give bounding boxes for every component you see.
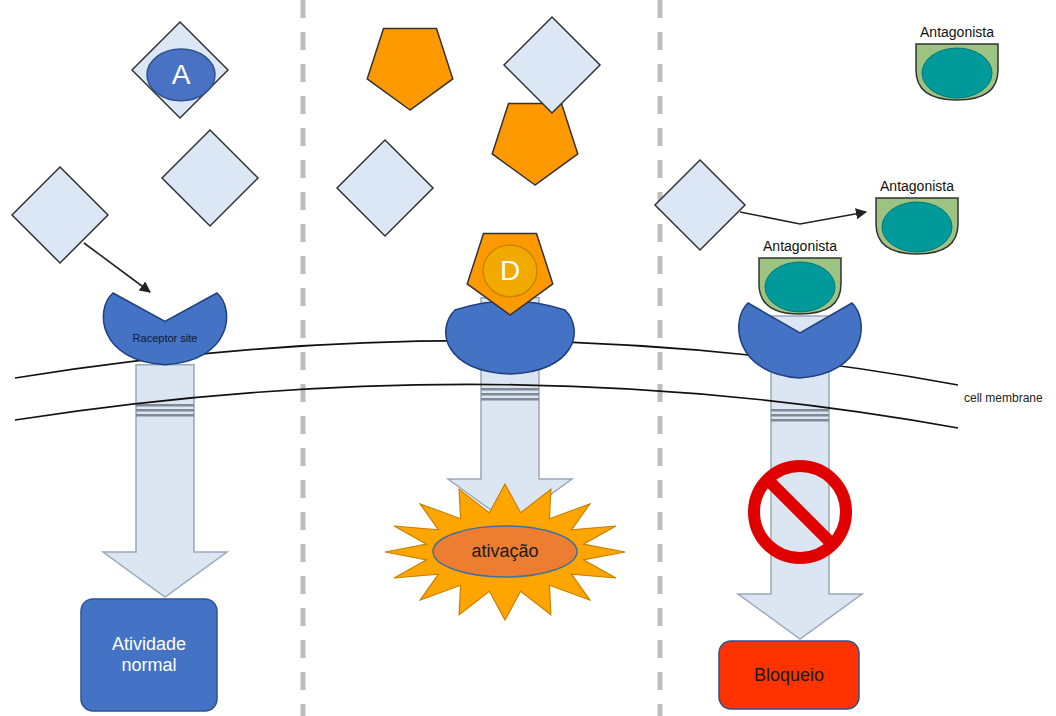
node-text: A <box>172 59 191 91</box>
antagonist-bound: Antagonista <box>755 238 845 316</box>
drug-pentagon <box>367 29 453 110</box>
ligand-diamond <box>132 22 228 118</box>
arrow-stripe <box>481 398 539 401</box>
ligand-diamond <box>655 160 745 250</box>
antagonist-shape <box>755 256 845 316</box>
ligand-diamond <box>337 140 433 236</box>
cell-membrane <box>15 384 958 428</box>
arrow-stripe <box>136 404 194 407</box>
ligand-diamond <box>162 130 258 226</box>
arrow-stripe <box>771 419 829 422</box>
drug-pentagon <box>492 104 578 185</box>
result-box: Bloqueio <box>718 640 860 710</box>
node-text: D <box>500 255 520 287</box>
panel-divider <box>658 0 663 716</box>
arrow-stripe <box>136 409 194 412</box>
block-arrow <box>103 365 227 597</box>
arrow-stripe <box>481 393 539 396</box>
panel-divider <box>301 0 306 716</box>
receptor-site-outline <box>100 290 230 365</box>
activation-burst <box>385 484 625 620</box>
receptor-site: Raceptor site <box>100 290 230 365</box>
drug-label-circle: D <box>482 244 538 298</box>
antagonist: Antagonista <box>912 24 1002 102</box>
ligand-label-circle: A <box>146 48 216 102</box>
arrow-stripe <box>771 414 829 417</box>
arrow-stripe <box>771 409 829 412</box>
activation-ellipse: ativação <box>432 525 578 578</box>
node-text: Antagonista <box>920 24 994 40</box>
antagonist-shape <box>912 42 1002 102</box>
antagonist-shape <box>872 196 962 256</box>
membrane-label: cell membrane <box>964 391 1043 405</box>
drug-pentagon <box>467 234 553 315</box>
block-arrow-body <box>103 365 227 597</box>
ligand-diamond <box>504 17 600 113</box>
prohibition-sign <box>754 466 846 558</box>
node-text: ativação <box>471 541 538 562</box>
arrow-stripe <box>136 414 194 417</box>
node-text: Antagonista <box>880 178 954 194</box>
node-text: Antagonista <box>763 238 837 254</box>
result-box: Atividade normal <box>80 598 218 712</box>
displacement-arrow <box>740 212 866 224</box>
arrow-stripe <box>481 388 539 391</box>
ligand-diamond <box>12 167 108 263</box>
node-text: Raceptor site <box>133 332 198 345</box>
binding-arrow <box>84 243 150 292</box>
node-text: Bloqueio <box>754 665 824 686</box>
antagonist: Antagonista <box>872 178 962 256</box>
node-text: Atividade normal <box>94 634 204 675</box>
